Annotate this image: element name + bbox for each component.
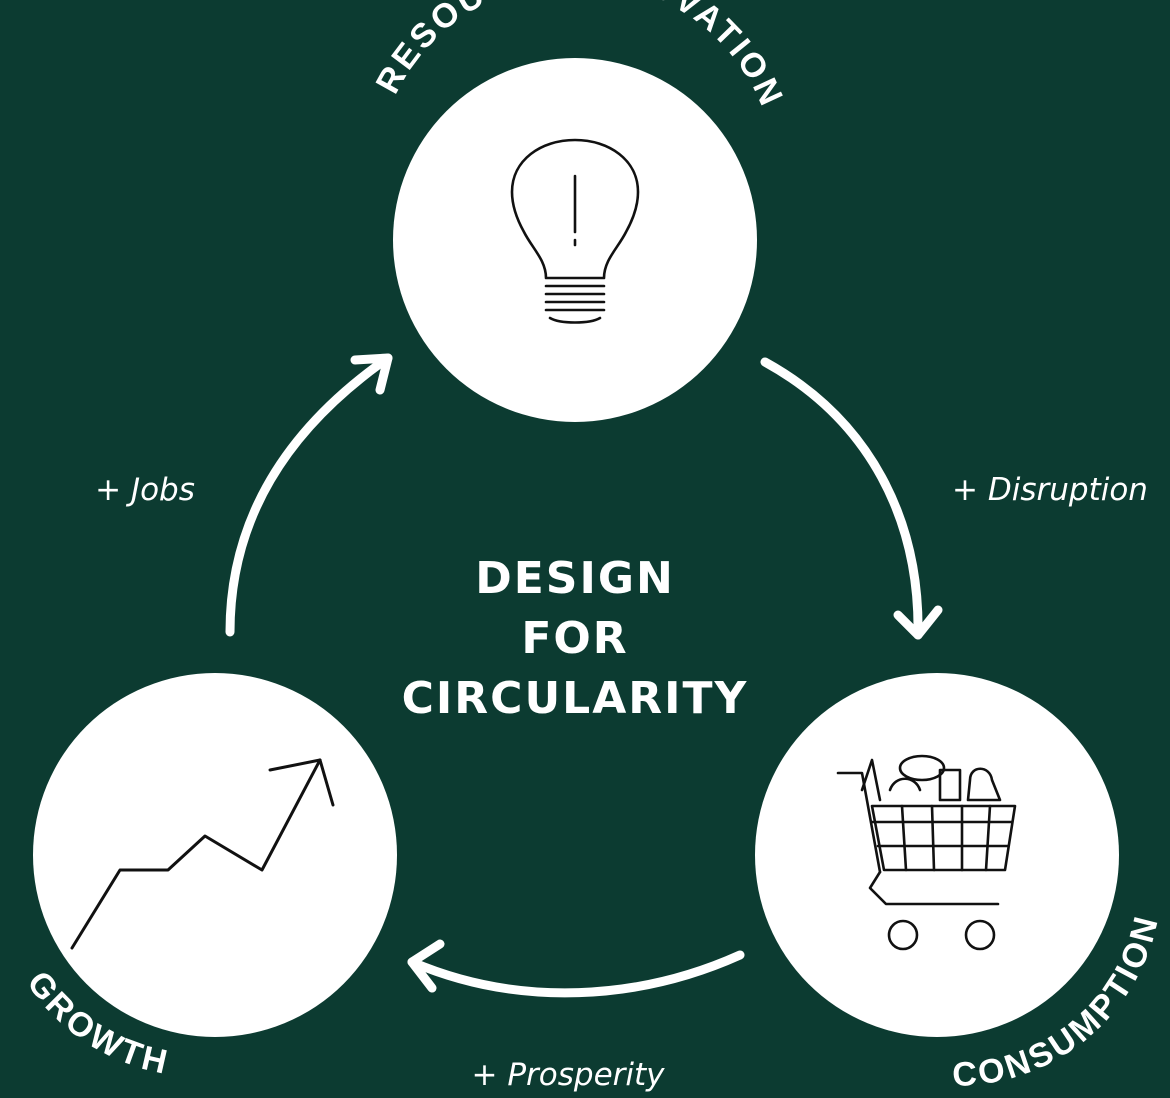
center-title: DESIGN FOR CIRCULARITY	[402, 553, 749, 724]
arrow-innovation-to-consumption	[760, 357, 943, 640]
node-consumption: CONSUMPTION	[755, 673, 1163, 1094]
consumption-circle	[755, 673, 1119, 1037]
node-resource-innovation: RESOURCE INNOVATION	[369, 0, 788, 422]
arrow-growth-to-innovation	[225, 353, 393, 637]
node-growth: GROWTH	[19, 673, 397, 1082]
center-title-line-1: DESIGN	[475, 553, 675, 604]
growth-circle	[33, 673, 397, 1037]
shopping-cart-icon	[836, 754, 1017, 951]
edge-label-jobs: + Jobs	[95, 472, 195, 508]
edge-label-prosperity: + Prosperity	[472, 1057, 666, 1093]
center-title-line-2: FOR	[521, 613, 628, 664]
arrow-consumption-to-growth	[407, 939, 745, 998]
edge-label-disruption: + Disruption	[952, 472, 1148, 508]
center-title-line-3: CIRCULARITY	[402, 673, 749, 724]
lightbulb-icon	[510, 138, 640, 324]
growth-chart-icon	[70, 758, 335, 950]
